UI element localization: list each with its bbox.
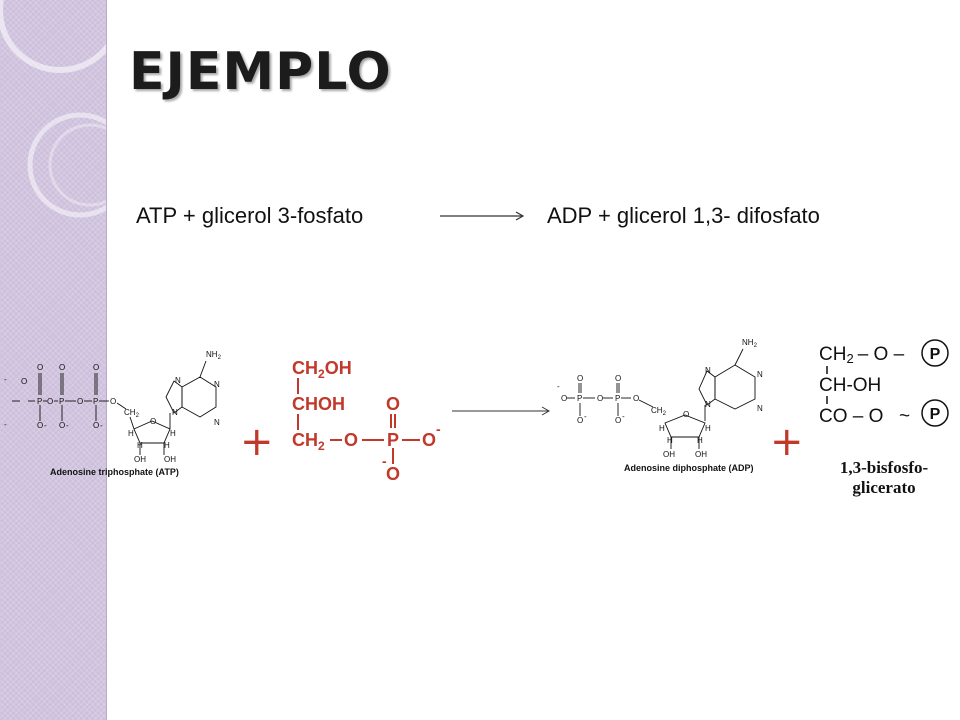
svg-text:O: O — [77, 397, 83, 406]
equation-reactants: ATP + glicerol 3-fosfato — [136, 203, 364, 228]
svg-text:CH2: CH2 — [292, 430, 325, 453]
svg-text:O: O — [21, 377, 27, 386]
svg-text:O: O — [344, 430, 358, 450]
svg-text:H: H — [164, 441, 170, 450]
svg-text:P: P — [930, 406, 941, 423]
svg-text:N: N — [175, 376, 181, 385]
svg-text:H: H — [705, 424, 711, 433]
svg-text:N: N — [214, 380, 220, 389]
plus-sign-2: + — [770, 419, 804, 465]
slide-title: EJEMPLO — [129, 42, 392, 102]
svg-text:-: - — [66, 421, 69, 430]
svg-text:-: - — [4, 420, 7, 429]
svg-text:CH2OH: CH2OH — [292, 358, 352, 381]
svg-text:P: P — [930, 346, 941, 363]
sidebar-circle-top — [0, 0, 106, 73]
svg-text:O: O — [110, 397, 116, 406]
svg-text:O: O — [597, 394, 603, 403]
atp-structure: - - O P O O - O P O O - O P O O - O CH2 … — [4, 350, 222, 464]
svg-text:N: N — [705, 366, 711, 375]
glycerol-3-phosphate-structure: CH2OH CHOH CH2 O O O - - P O — [292, 358, 441, 484]
svg-text:OH: OH — [164, 455, 176, 464]
svg-text:O: O — [47, 397, 53, 406]
decorative-sidebar — [0, 0, 107, 720]
svg-text:O: O — [59, 363, 65, 372]
svg-text:O: O — [37, 363, 43, 372]
svg-text:P: P — [59, 397, 64, 406]
plus-sign-1: + — [240, 419, 274, 465]
svg-text:-: - — [382, 453, 387, 469]
svg-text:CO – O: CO – O — [819, 406, 883, 427]
svg-text:O: O — [633, 394, 639, 403]
svg-text:N: N — [757, 404, 763, 413]
adp-caption: Adenosine diphosphate (ADP) — [624, 463, 754, 473]
svg-text:-: - — [44, 421, 47, 430]
svg-text:N: N — [757, 370, 763, 379]
svg-text:CH2: CH2 — [124, 408, 140, 419]
equation-arrow — [440, 211, 525, 221]
svg-text:O: O — [422, 430, 436, 450]
bisphosphoglycerate-caption-line1: 1,3-bisfosfo- — [839, 458, 929, 477]
svg-text:~: ~ — [899, 406, 910, 427]
svg-text:-: - — [4, 375, 7, 384]
svg-text:N: N — [214, 418, 220, 427]
sidebar-circles — [0, 0, 106, 218]
atp-caption: Adenosine triphosphate (ATP) — [50, 467, 179, 477]
svg-text:O: O — [59, 421, 65, 430]
svg-text:O: O — [93, 363, 99, 372]
svg-text:NH2: NH2 — [206, 350, 222, 361]
svg-text:H: H — [667, 436, 673, 445]
sidebar-circle-inner — [48, 123, 106, 207]
svg-text:-: - — [557, 382, 560, 391]
svg-text:-: - — [100, 421, 103, 430]
svg-text:H: H — [659, 424, 665, 433]
svg-text:P: P — [93, 397, 98, 406]
sidebar-circle-middle — [27, 112, 106, 218]
bisphosphoglycerate-caption-line2: glicerato — [852, 478, 916, 497]
svg-text:P: P — [615, 394, 620, 403]
svg-text:P: P — [577, 394, 582, 403]
svg-text:-: - — [584, 412, 587, 421]
bisphosphoglycerate-structure: CH2– O – CH-OH CO – O ~ P P — [819, 339, 949, 427]
svg-text:CH-OH: CH-OH — [819, 375, 881, 396]
svg-text:P: P — [387, 430, 399, 450]
svg-text:O: O — [37, 421, 43, 430]
svg-text:O: O — [386, 394, 400, 414]
svg-text:H: H — [128, 429, 134, 438]
svg-text:O: O — [561, 394, 567, 403]
svg-text:P: P — [37, 397, 42, 406]
svg-text:-: - — [622, 412, 625, 421]
svg-text:CH2– O –: CH2– O – — [819, 344, 905, 366]
adp-structure: - O P O O - O P O O - O CH2 NH2 N N N N … — [557, 338, 763, 459]
svg-text:O: O — [615, 416, 621, 425]
svg-text:CHOH: CHOH — [292, 394, 345, 414]
svg-text:NH2: NH2 — [742, 338, 758, 349]
svg-text:OH: OH — [663, 450, 675, 459]
bisphosphoglycerate-caption: 1,3-bisfosfo- glicerato — [826, 458, 942, 498]
svg-text:O: O — [683, 410, 689, 419]
svg-text:O: O — [386, 464, 400, 484]
svg-text:O: O — [577, 374, 583, 383]
svg-text:OH: OH — [134, 455, 146, 464]
svg-text:CH2: CH2 — [651, 406, 667, 417]
svg-text:-: - — [436, 421, 441, 437]
svg-text:O: O — [93, 421, 99, 430]
reaction-arrow — [452, 406, 551, 416]
svg-text:H: H — [170, 429, 176, 438]
svg-text:O: O — [615, 374, 621, 383]
svg-text:H: H — [697, 436, 703, 445]
svg-text:O: O — [577, 416, 583, 425]
svg-text:OH: OH — [695, 450, 707, 459]
equation-products: ADP + glicerol 1,3- difosfato — [547, 203, 820, 228]
